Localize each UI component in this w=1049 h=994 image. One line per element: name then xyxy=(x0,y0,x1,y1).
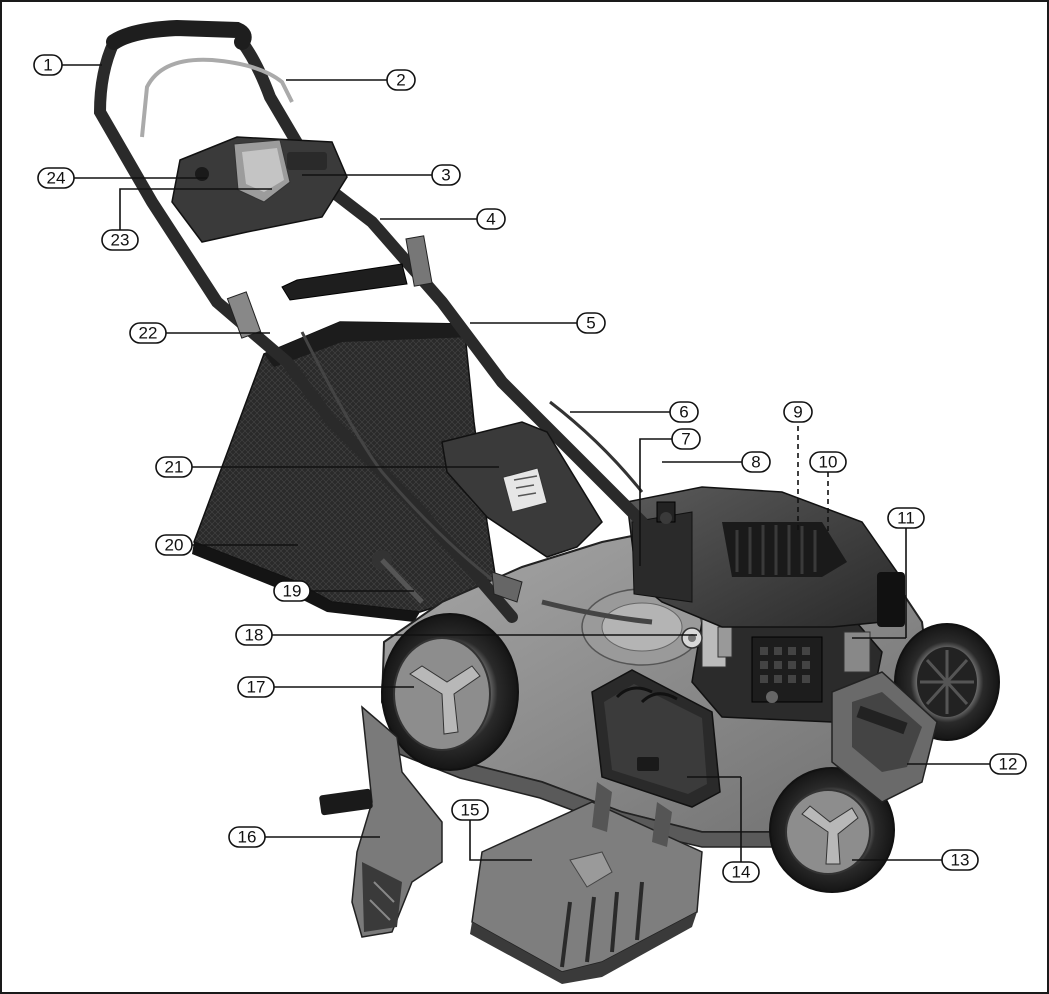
callout-16: 16 xyxy=(228,826,266,848)
leader-lines xyxy=(62,64,990,862)
callout-1: 1 xyxy=(33,54,63,76)
callout-11-number: 11 xyxy=(897,509,915,528)
callout-17: 17 xyxy=(237,676,275,698)
callout-16-number: 16 xyxy=(238,828,257,847)
handle-frame xyxy=(93,19,653,625)
callout-17-number: 17 xyxy=(247,678,266,697)
rear-cover-box xyxy=(441,421,603,558)
callout-14-number: 14 xyxy=(732,863,751,882)
callout-11: 11 xyxy=(887,507,925,529)
front-wheel xyxy=(769,767,895,893)
callout-2-number: 2 xyxy=(396,71,405,90)
callout-10: 10 xyxy=(809,451,847,473)
callout-13: 13 xyxy=(941,849,979,871)
callout-24: 24 xyxy=(37,167,75,189)
callout-5-number: 5 xyxy=(586,314,595,333)
callout-19-number: 19 xyxy=(283,582,302,601)
callout-21: 21 xyxy=(155,456,193,478)
side-discharge-flap xyxy=(591,669,721,808)
front-bumper xyxy=(831,671,938,803)
callout-19: 19 xyxy=(273,580,311,602)
control-panel xyxy=(171,136,348,243)
side-discharge-chute xyxy=(470,782,703,984)
callout-9: 9 xyxy=(783,401,813,423)
callout-7-number: 7 xyxy=(681,430,690,449)
callout-15: 15 xyxy=(451,799,489,821)
callout-22: 22 xyxy=(129,322,167,344)
callout-20-number: 20 xyxy=(165,536,184,555)
engine-hood xyxy=(626,486,905,628)
callout-8-number: 8 xyxy=(751,453,760,472)
callout-5: 5 xyxy=(576,312,606,334)
callout-14: 14 xyxy=(722,861,760,883)
callout-13-number: 13 xyxy=(951,851,970,870)
callout-10-number: 10 xyxy=(819,453,838,472)
callout-18-number: 18 xyxy=(245,626,264,645)
callout-15-number: 15 xyxy=(461,801,480,820)
callout-4: 4 xyxy=(476,208,506,230)
rear-left-wheel xyxy=(381,613,519,771)
callout-6: 6 xyxy=(669,401,699,423)
callout-12-number: 12 xyxy=(999,755,1018,774)
callout-20: 20 xyxy=(155,534,193,556)
callout-22-number: 22 xyxy=(139,324,158,343)
callout-3: 3 xyxy=(431,164,461,186)
callout-24-number: 24 xyxy=(47,169,66,188)
callout-8: 8 xyxy=(741,451,771,473)
callout-7: 7 xyxy=(671,428,701,450)
height-adjust-lever xyxy=(372,550,523,604)
callout-6-number: 6 xyxy=(679,403,688,422)
mulching-plug xyxy=(319,705,443,938)
callout-23: 23 xyxy=(101,229,139,251)
callout-23-number: 23 xyxy=(111,231,130,250)
callout-1-number: 1 xyxy=(43,56,52,75)
callout-3-number: 3 xyxy=(441,166,450,185)
callout-2: 2 xyxy=(386,69,416,91)
callout-4-number: 4 xyxy=(486,210,495,229)
callout-18: 18 xyxy=(235,624,273,646)
callout-12: 12 xyxy=(989,753,1027,775)
callout-9-number: 9 xyxy=(793,403,802,422)
callout-21-number: 21 xyxy=(165,458,184,477)
